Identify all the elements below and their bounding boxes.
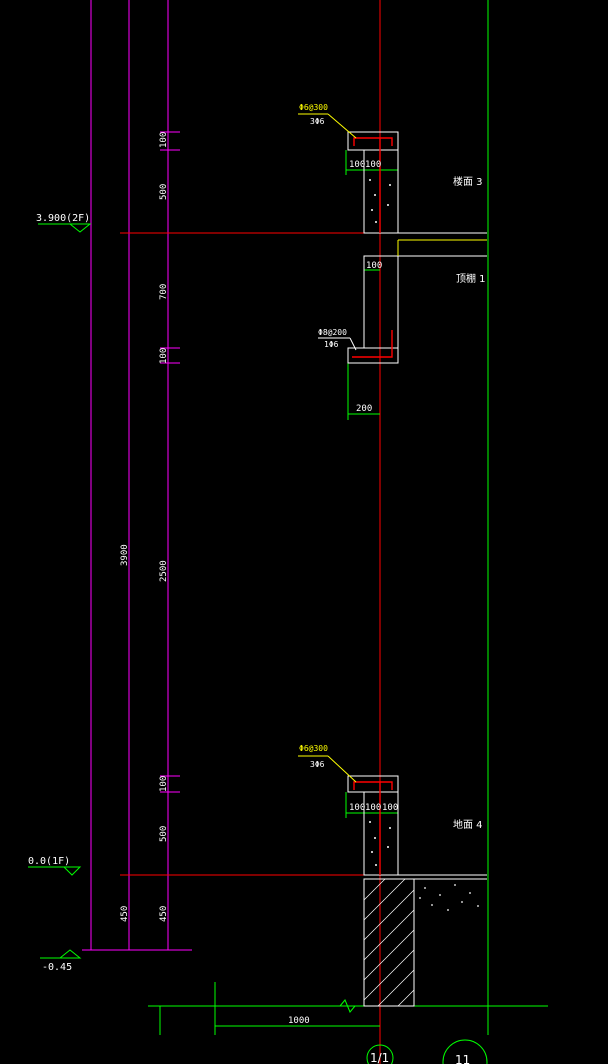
dim-base-1000: 1000 — [288, 1016, 310, 1026]
dim-top-100a: 100 — [349, 160, 365, 170]
level-2f-label: 3.900(2F) — [36, 213, 90, 224]
rebar-bot-count: 3Φ6 — [310, 760, 325, 769]
dim-bot-100a: 100 — [349, 803, 365, 813]
dim-base-450-inner: 450 — [120, 906, 130, 922]
dim-base-450-outer: 450 — [159, 906, 169, 922]
rebar-lines — [352, 137, 393, 875]
dim-top-500: 500 — [159, 184, 169, 200]
rebar-mid-spacing: Φ8@200 — [318, 328, 347, 337]
vertical-dimension-lines — [82, 0, 192, 951]
leader-lines — [298, 113, 487, 783]
dim-bot-500: 500 — [159, 826, 169, 842]
concrete-dots — [369, 179, 391, 866]
leader-lines-white — [318, 337, 357, 351]
structure-outline — [347, 131, 487, 1007]
rebar-mid-count: 1Φ6 — [324, 340, 339, 349]
dim-mid-700: 700 — [159, 284, 169, 300]
dim-bot-100b: 100 — [365, 803, 381, 813]
axis-b-label: 11 — [455, 1053, 470, 1064]
green-lines — [28, 0, 548, 1064]
rebar-top-spacing: Φ6@300 — [299, 103, 328, 112]
dim-mid-100: 100 — [366, 261, 382, 271]
axis-a-label: 1/1 — [370, 1051, 389, 1064]
dim-wall-2500: 2500 — [159, 560, 169, 582]
level-ground-label: -0.45 — [42, 962, 72, 973]
dim-top-100: 100 — [159, 132, 169, 148]
dim-mid-200: 200 — [356, 404, 372, 414]
label-bot-section: 地面 4 — [453, 818, 483, 831]
dim-top-100b: 100 — [365, 160, 381, 170]
rebar-bot-spacing: Φ6@300 — [299, 744, 328, 753]
dim-bot-100: 100 — [159, 776, 169, 792]
dim-mid-100: 100 — [159, 348, 169, 364]
soil-dots — [419, 884, 479, 911]
dim-total-3900: 3900 — [120, 544, 130, 566]
foundation-hatch — [363, 878, 415, 1007]
label-top-section: 楼面 3 — [453, 175, 483, 188]
label-mid-section: 顶棚 1 — [456, 272, 486, 285]
dim-bot-100c: 100 — [382, 803, 398, 813]
rebar-top-count: 3Φ6 — [310, 117, 325, 126]
level-1f-label: 0.0(1F) — [28, 856, 70, 867]
